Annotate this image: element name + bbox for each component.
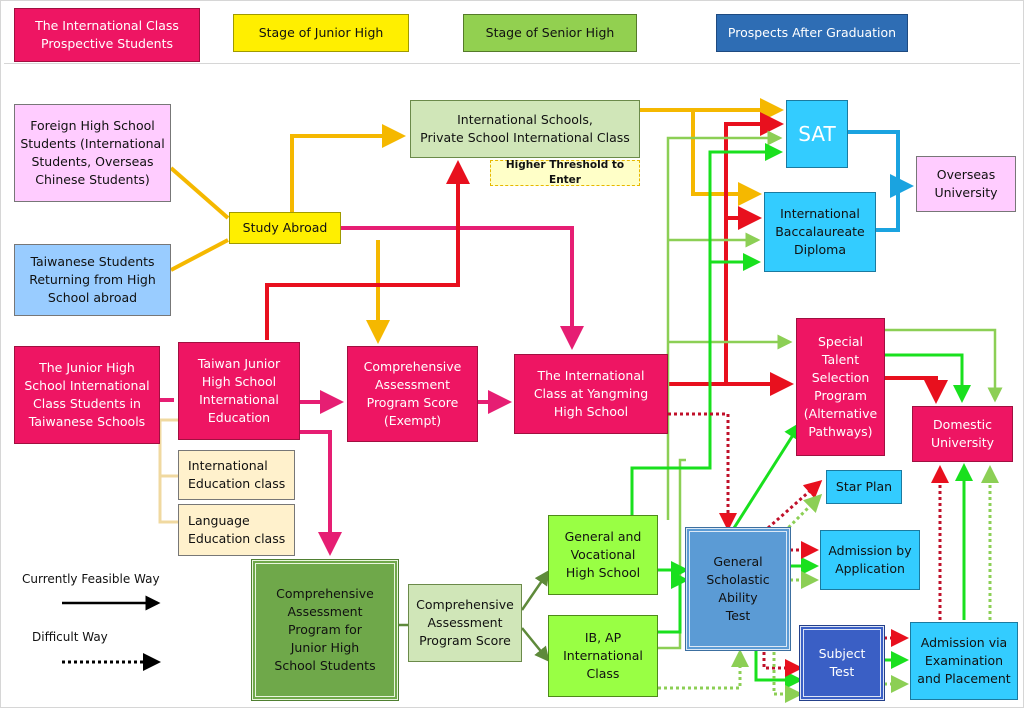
arrow-ibap-to-gsat (658, 571, 689, 634)
arrow-ib-ap-line (658, 458, 686, 650)
legend-difficult-label: Difficult Way (32, 630, 108, 644)
dotted-ibap-to-gsat (658, 649, 749, 690)
arrow-vocational-to-sat (666, 130, 783, 520)
header-stage-senior: Stage of Senior High (463, 14, 637, 52)
bracket-classes (158, 418, 178, 524)
dotted-gsat-to-subject-green (772, 652, 803, 703)
arrow-cap-score-to-general (520, 569, 550, 611)
note-higher-threshold: Higher Threshold to Enter (490, 159, 640, 186)
header-prospects: Prospects After Graduation (716, 14, 908, 52)
arrow-study-abroad-to-yangming (340, 226, 584, 350)
arrow-taiwan-edu-to-intl-schools (265, 160, 470, 340)
arrow-special-to-domestic-g (885, 353, 971, 403)
node-intl-schools: International Schools,Private School Int… (410, 100, 640, 158)
arrow-special-to-domestic-lg (885, 328, 1003, 403)
node-star-plan: Star Plan (826, 470, 902, 504)
arrow-gsat-to-subject (754, 648, 803, 689)
arrow-taiwan-edu-to-cap-junior (300, 430, 342, 556)
arrow-foreign-to-study-abroad (169, 166, 230, 220)
header-stage-junior: Stage of Junior High (233, 14, 409, 52)
arrow-cap-score-to-ibap (521, 627, 550, 662)
arrow-ib-to-overseas (876, 174, 914, 232)
dotted-yangming-to-gsat (668, 412, 737, 531)
node-sat: SAT (786, 100, 848, 168)
arrow-special-to-domestic (885, 376, 948, 404)
arrow-study-abroad-to-intl-schools (290, 124, 406, 212)
arrow-taiwanese-to-study-abroad (170, 238, 229, 272)
legend-feasible-label: Currently Feasible Way (22, 572, 160, 586)
dotted-gsat-to-subject-red (762, 652, 803, 677)
header-divider (4, 63, 1020, 64)
arrow-yangming-to-sat (724, 112, 784, 384)
arrow-sat-to-overseas (848, 130, 900, 186)
arrow-gsat-to-special (732, 421, 802, 529)
node-study-abroad: Study Abroad (229, 212, 341, 244)
arrow-general-to-sat (630, 143, 783, 515)
